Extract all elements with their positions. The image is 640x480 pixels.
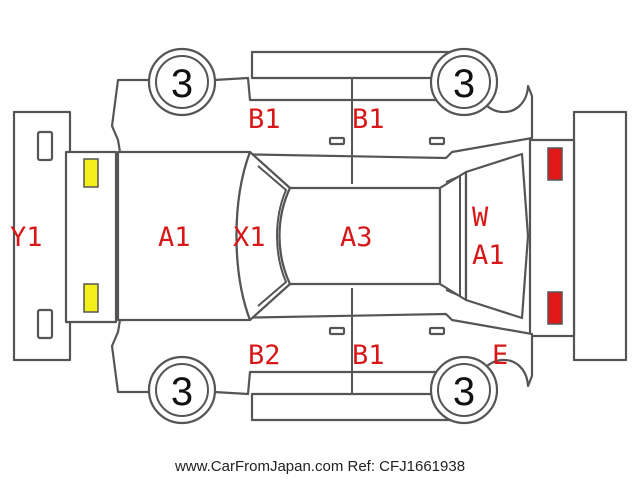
front-lamp-left-marker bbox=[547, 147, 563, 181]
code-right-rear-door: B2 bbox=[248, 340, 281, 371]
roof-strip-top bbox=[250, 50, 454, 80]
code-trunk-lid: A1 bbox=[158, 222, 191, 253]
wheel-front-right: 3 bbox=[429, 355, 499, 425]
wheel-front-right-label: 3 bbox=[453, 370, 475, 414]
code-windshield: W bbox=[472, 202, 489, 233]
wheel-rear-right-label: 3 bbox=[171, 370, 193, 414]
code-rear-bumper: Y1 bbox=[10, 222, 43, 253]
rear-lamp-right-marker bbox=[83, 283, 99, 313]
rear-lamp-left-marker bbox=[83, 158, 99, 188]
hood bbox=[464, 152, 530, 320]
windshield bbox=[438, 170, 468, 302]
wheel-rear-left: 3 bbox=[147, 47, 217, 117]
wheel-front-left: 3 bbox=[429, 47, 499, 117]
code-roof: A3 bbox=[340, 222, 373, 253]
roof-panel bbox=[278, 186, 442, 286]
front-bumper bbox=[572, 110, 628, 362]
code-rear-glass: X1 bbox=[233, 222, 266, 253]
wheel-rear-left-label: 3 bbox=[171, 62, 193, 106]
rear-panel bbox=[64, 150, 118, 324]
front-lamp-right-marker bbox=[547, 291, 563, 325]
code-right-front-door: B1 bbox=[352, 340, 385, 371]
code-hood: A1 bbox=[472, 240, 505, 271]
rear-bumper bbox=[12, 110, 72, 362]
front-panel bbox=[528, 138, 576, 338]
code-right-front-fender: E bbox=[492, 340, 508, 371]
wheel-front-left-label: 3 bbox=[453, 62, 475, 106]
code-left-front-door: B1 bbox=[352, 104, 385, 135]
wheel-rear-right: 3 bbox=[147, 355, 217, 425]
code-left-rear-door: B1 bbox=[248, 104, 281, 135]
footer-credit: www.CarFromJapan.com Ref: CFJ1661938 bbox=[174, 458, 465, 475]
roof-strip-bottom bbox=[250, 392, 454, 422]
